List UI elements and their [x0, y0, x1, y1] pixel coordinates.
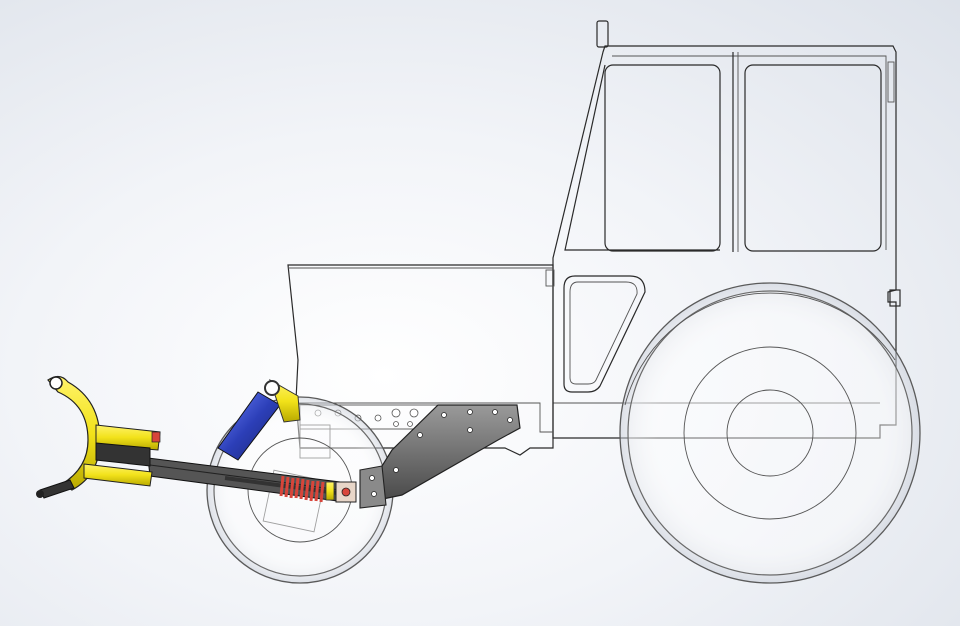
rear-fender	[624, 292, 896, 406]
lower-bracket	[359, 465, 387, 509]
blade-handle	[39, 479, 75, 499]
damper-end-yellow	[325, 481, 335, 501]
mirror	[887, 61, 895, 103]
side-vent	[545, 269, 555, 287]
blade-handle-knob	[36, 490, 44, 498]
snow-blade	[36, 375, 161, 499]
rear-hub	[726, 389, 814, 477]
damper-pin	[341, 487, 351, 497]
hood	[287, 264, 555, 456]
mounting-plate	[359, 404, 521, 509]
cylinder-eye	[264, 380, 280, 396]
lower-cab-window-inner	[569, 281, 638, 385]
door-window	[744, 64, 882, 252]
spring-coils	[279, 475, 325, 503]
cylinder-body	[217, 391, 281, 461]
bracket-bolt-2	[371, 491, 377, 497]
bracket-plate	[371, 404, 521, 501]
lower-cab-window	[563, 275, 646, 393]
spring-damper	[224, 475, 357, 503]
exhaust-stub	[596, 20, 609, 48]
hood-outline	[287, 264, 554, 456]
rear-rim	[683, 346, 857, 520]
cab-frame-line	[612, 55, 887, 250]
bracket-bolt-1	[369, 475, 375, 481]
blade-ram-housing	[95, 442, 151, 467]
rear-light	[889, 289, 901, 307]
bracket-holes	[393, 409, 513, 473]
blade-skid	[83, 463, 153, 487]
blade-red-tab	[151, 431, 161, 443]
cab	[552, 20, 901, 439]
rear-tire-inner	[627, 290, 913, 576]
blade-mount-box	[95, 424, 161, 451]
windshield-pane	[564, 64, 720, 251]
cab-outline	[552, 45, 897, 439]
rear-wheel	[619, 282, 921, 584]
damper-rod	[224, 476, 346, 496]
rear-tire	[619, 282, 921, 584]
hood-grille-step	[298, 402, 553, 433]
blade-lift-eye	[49, 376, 63, 390]
front-window	[604, 64, 721, 252]
hydraulic-cylinder	[217, 378, 301, 461]
